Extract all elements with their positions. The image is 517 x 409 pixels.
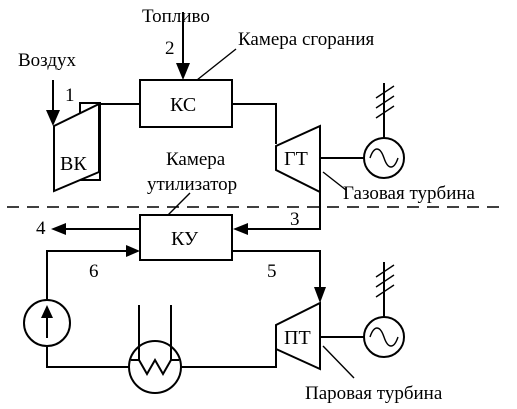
water-in-arrowhead xyxy=(126,245,140,257)
steam-turbine-text: ПТ xyxy=(284,327,311,349)
combustor-text: КС xyxy=(170,94,196,116)
compressor-text: ВК xyxy=(60,153,87,175)
air-label: Воздух xyxy=(18,50,77,71)
steam-turbine-leader xyxy=(322,345,355,379)
pipe-recovery-steamturbine xyxy=(232,250,321,289)
steam-turbine-label: Паровая турбина xyxy=(305,383,443,404)
pipe-combustor-gasturbine xyxy=(232,103,277,144)
compressor-vk xyxy=(53,102,101,193)
recovery-chamber-label-line1: Камера xyxy=(166,149,226,170)
flow-number-5: 5 xyxy=(267,261,277,282)
exhaust-out-arrowhead xyxy=(51,223,66,235)
air-inlet-arrow xyxy=(46,80,60,126)
exhaust-in-arrowhead xyxy=(233,223,248,235)
flow-number-2: 2 xyxy=(165,38,175,59)
recovery-boiler-ku xyxy=(139,214,233,261)
recovery-boiler-text: КУ xyxy=(171,228,199,250)
fuel-inlet-arrow xyxy=(176,12,190,80)
pipe-steamturbine-condenser xyxy=(180,337,277,368)
gas-turbine-label: Газовая турбина xyxy=(343,183,476,204)
combustion-chamber-label: Камера сгорания xyxy=(238,29,375,50)
generator-upper xyxy=(363,83,405,179)
combustor-leader xyxy=(196,48,237,81)
pipe-water-recovery xyxy=(46,250,126,299)
flow-number-4: 4 xyxy=(36,218,46,239)
recovery-leader xyxy=(167,192,191,216)
flow-number-6: 6 xyxy=(89,261,99,282)
condenser xyxy=(128,305,182,394)
flow-number-1: 1 xyxy=(65,85,75,106)
pipe-gasturbine-recovery xyxy=(246,192,321,230)
pipe-condenser-pump xyxy=(46,347,130,368)
gas-turbine-leader xyxy=(322,171,347,191)
generator-lower xyxy=(363,262,405,358)
pump xyxy=(23,299,71,347)
fuel-label: Топливо xyxy=(142,6,210,27)
gas-turbine-text: ГТ xyxy=(284,148,308,170)
flow-number-3: 3 xyxy=(290,209,300,230)
steam-out-arrowhead xyxy=(314,287,326,303)
recovery-chamber-label-line2: утилизатор xyxy=(147,174,237,195)
